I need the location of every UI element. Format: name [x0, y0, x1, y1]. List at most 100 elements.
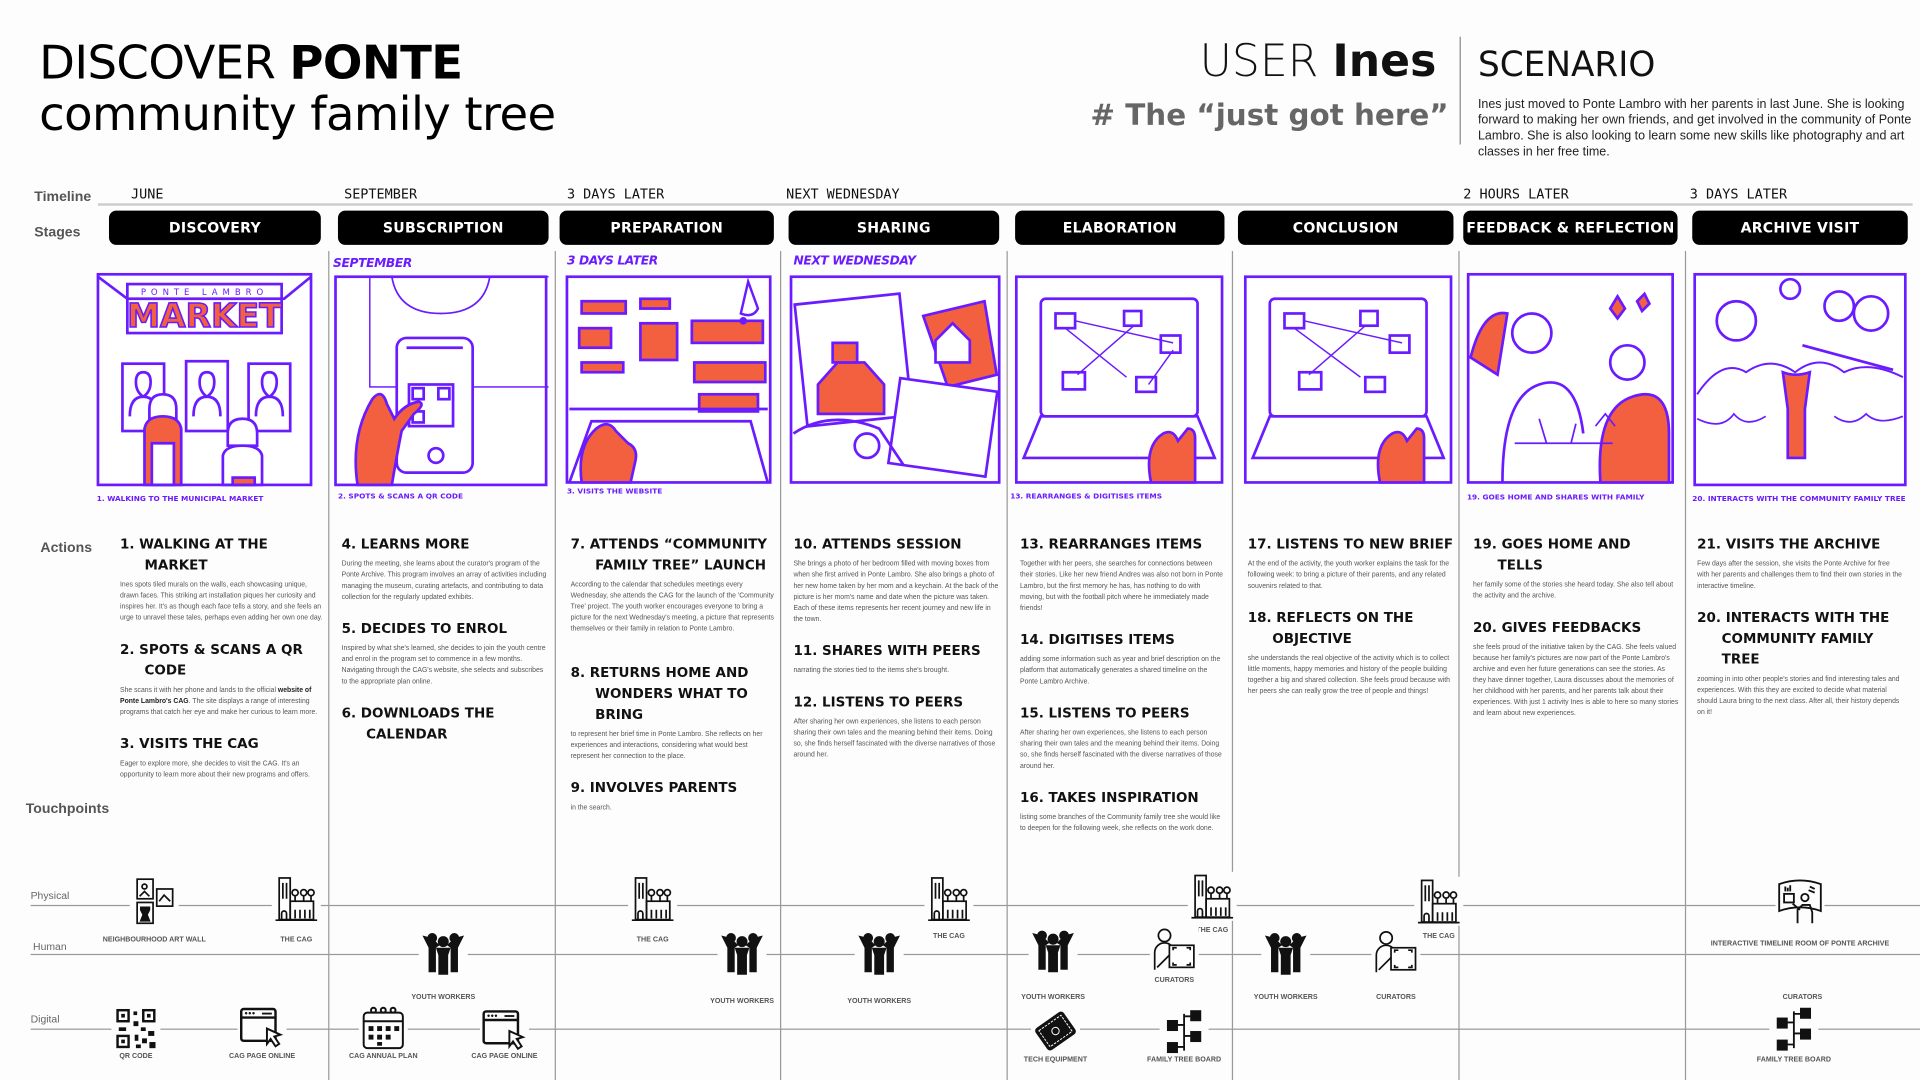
scenario-text: Ines just moved to Ponte Lambro with her… — [1477, 97, 1912, 160]
action-description: She brings a photo of her bedroom filled… — [793, 560, 999, 626]
stage-subscription: SUBSCRIPTION — [337, 210, 549, 245]
storyboard-rearranging — [1013, 274, 1225, 485]
touchpoint-label: THE CAG — [933, 933, 965, 941]
action-description-text: . The site displays a range of interesti… — [120, 697, 318, 717]
storyboard-family-dinner — [1465, 271, 1676, 485]
action-title: 18. REFLECTS ON THE OBJECTIVE — [1247, 609, 1414, 647]
building-icon — [1187, 871, 1237, 921]
touchpoint-label: THE CAG — [636, 936, 669, 945]
action-title: 10. ATTENDS SESSION — [793, 536, 962, 553]
touchpoints-label: Touchpoints — [25, 802, 110, 817]
touchpoint-row-human: Human — [33, 940, 67, 953]
action-description-text: During the meeting, she learns about the… — [341, 560, 547, 602]
action-description: Few days after the session, she visits t… — [1697, 560, 1903, 593]
human-line — [30, 953, 1920, 956]
action-title: 9. INVOLVES PARENTS — [570, 780, 738, 796]
touchpoint-label: THE CAG — [1422, 933, 1455, 941]
scenario-title: SCENARIO — [1477, 44, 1656, 85]
stage-elaboration: ELABORATION — [1015, 210, 1225, 245]
timeline-entry: SEPTEMBER — [344, 186, 418, 203]
action-description: After sharing her own experiences, she l… — [793, 718, 999, 762]
building-icon — [628, 874, 678, 924]
storyboard-conclusion — [1242, 274, 1454, 485]
touchpoint-label: CURATORS — [1154, 977, 1195, 985]
storyboard-caption: 19. GOES HOME AND SHARES WITH FAMILY — [1466, 493, 1645, 503]
action-description-text: Few days after the session, she visits t… — [1697, 560, 1902, 591]
browser-cursor-icon — [237, 1004, 287, 1054]
touchpoint-row-physical: Physical — [30, 888, 70, 902]
action-description: At the end of the activity, the youth wo… — [1248, 560, 1454, 593]
storyboard-caption: 3. VISITS THE WEBSITE — [566, 487, 663, 496]
people-group-icon — [1028, 925, 1078, 975]
touchpoint-label: FAMILY TREE BOARD — [1147, 1056, 1222, 1065]
action-description-text: At the end of the activity, the youth wo… — [1247, 560, 1450, 591]
people-group-icon — [1261, 928, 1311, 978]
action-description-text: narrating the stories tied to the items … — [793, 667, 949, 675]
title-regular: DISCOVER — [39, 35, 290, 90]
action-title: 14. DIGITISES ITEMS — [1020, 631, 1175, 648]
user-label: USER — [1199, 36, 1333, 87]
touchpoint-label: CAG PAGE ONLINE — [228, 1053, 296, 1061]
touchpoint-label: CURATORS — [1376, 994, 1416, 1002]
browser-cursor-icon — [480, 1006, 529, 1056]
column-divider — [1231, 251, 1234, 1080]
action-title: 12. LISTENS TO PEERS — [793, 694, 964, 711]
actions-label: Actions — [40, 541, 93, 556]
storyboard-website — [564, 274, 773, 485]
touchpoint-label: TECH EQUIPMENT — [1023, 1056, 1088, 1065]
touchpoint-label: THE CAG — [1196, 926, 1229, 935]
timeline-entry: 2 HOURS LATER — [1463, 186, 1569, 203]
people-group-icon — [717, 928, 767, 978]
action-description: she understands the real objective of th… — [1248, 654, 1454, 698]
tablet-icon — [1031, 1006, 1081, 1056]
action-description: During the meeting, she learns about the… — [342, 560, 548, 604]
stage-feedback-reflection: FEEDBACK & REFLECTION — [1463, 210, 1678, 245]
action-title: 7. ATTENDS “COMMUNITY FAMILY TREE” LAUNC… — [570, 536, 768, 574]
action-description: to represent her brief time in Ponte Lam… — [571, 730, 777, 763]
action-title: 3. VISITS THE CAG — [120, 735, 259, 752]
actions-column: 7. ATTENDS “COMMUNITY FAMILY TREE” LAUNC… — [571, 534, 777, 829]
physical-line — [30, 904, 1920, 907]
timeline-entry: 3 DAYS LATER — [566, 186, 665, 203]
column-divider — [780, 251, 782, 1080]
stage-discovery: DISCOVERY — [108, 210, 321, 245]
action-title: 2. SPOTS & SCANS A QR CODE — [120, 641, 303, 679]
user-name: Ines — [1332, 36, 1437, 87]
action-description: Eager to explore more, she decides to vi… — [120, 759, 326, 781]
action-description-text: Together with her peers, she searches fo… — [1020, 560, 1223, 613]
page-title: DISCOVER PONTE community family tree — [39, 35, 556, 141]
action-description: Together with her peers, she searches fo… — [1020, 560, 1226, 615]
stage-sharing: SHARING — [788, 210, 1000, 245]
storyboard-caption: 1. WALKING TO THE MUNICIPAL MARKET — [96, 494, 264, 504]
action-title: 16. TAKES INSPIRATION — [1020, 789, 1199, 806]
digital-line — [30, 1028, 1920, 1030]
touchpoint-label: YOUTH WORKERS — [847, 997, 912, 1006]
storyboard-qr-scan — [333, 274, 549, 488]
action-title: 4. LEARNS MORE — [341, 536, 470, 553]
action-title: 5. DECIDES TO ENROL — [341, 620, 508, 637]
touchpoint-label: CAG PAGE ONLINE — [471, 1053, 538, 1061]
people-group-icon — [418, 928, 468, 978]
touchpoint-label: NEIGHBOURHOOD ART WALL — [102, 936, 206, 945]
action-description-text: her family some of the stories she heard… — [1473, 581, 1674, 601]
action-description: adding some information such as year and… — [1020, 655, 1226, 688]
calendar-icon — [358, 1004, 408, 1054]
touchpoint-label: CAG ANNUAL PLAN — [348, 1053, 418, 1061]
timeline-entry: JUNE — [131, 186, 164, 203]
action-description-text: zooming in into other people's stories a… — [1697, 675, 1900, 717]
touchpoint-row-digital: Digital — [30, 1012, 60, 1025]
actions-column: 10. ATTENDS SESSION She brings a photo of… — [793, 534, 999, 776]
action-title: 15. LISTENS TO PEERS — [1020, 705, 1190, 722]
action-description: She scans it with her phone and lands to… — [120, 686, 326, 719]
market-sign-top: PONTE LAMBRO — [141, 288, 268, 298]
action-title: 11. SHARES WITH PEERS — [793, 642, 981, 659]
storyboard-sharing-photos — [788, 274, 1002, 485]
timeline-line — [97, 203, 1913, 206]
title-bold: PONTE — [289, 35, 463, 90]
building-icon — [924, 874, 974, 924]
page-subtitle: community family tree — [39, 86, 556, 141]
action-description: narrating the stories tied to the items … — [793, 666, 999, 677]
action-title: 21. VISITS THE ARCHIVE — [1697, 536, 1881, 553]
